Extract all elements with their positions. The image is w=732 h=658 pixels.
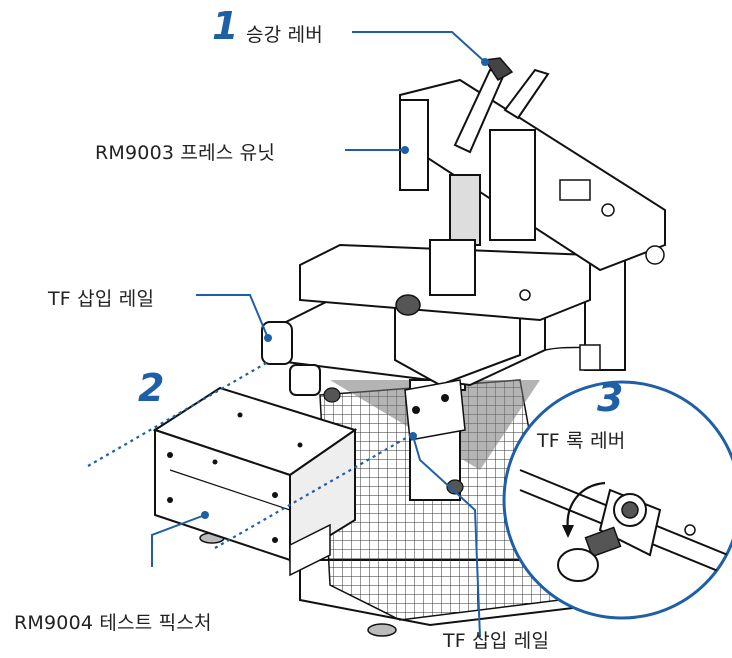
leader-lines: [151, 31, 486, 638]
label-press-unit: RM9003 프레스 유닛: [95, 142, 276, 164]
label-test-fixture: RM9004 테스트 픽스처: [14, 612, 212, 634]
step-1-number: 1: [212, 4, 239, 48]
label-lift-lever: 승강 레버: [246, 24, 323, 46]
label-tf-rail-bottom: TF 삽입 레일: [443, 630, 550, 652]
label-tf-lock-lever: TF 록 레버: [537, 430, 626, 452]
step-2-number: 2: [138, 366, 165, 410]
leader-dots: [201, 58, 489, 519]
insertion-guide-lines: [87, 361, 414, 549]
label-tf-rail-top: TF 삽입 레일: [48, 288, 155, 310]
press-frame: [261, 57, 666, 501]
lock-lever-detail-circle: [502, 380, 732, 620]
step-3-number: 3: [597, 376, 624, 420]
